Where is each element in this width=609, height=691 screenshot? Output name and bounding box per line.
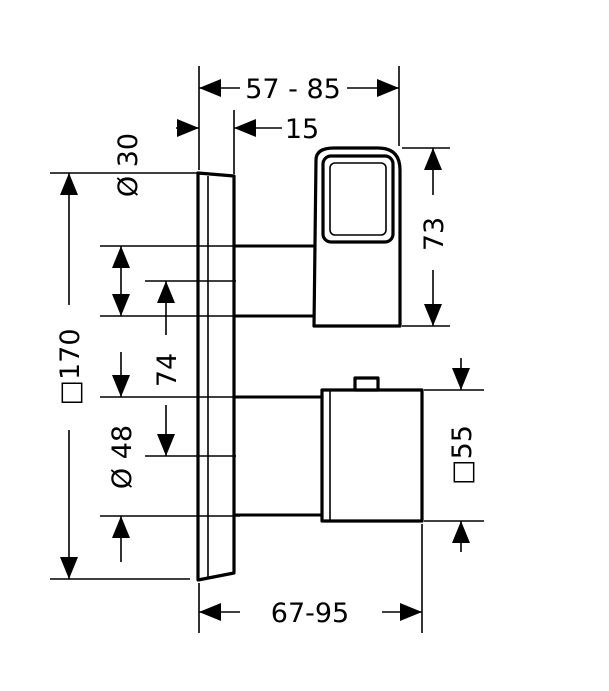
label-diameter-48: Ø 48 <box>107 425 138 489</box>
dim-55 <box>452 358 470 552</box>
wall-plate <box>196 171 236 582</box>
dim-15 <box>176 119 282 137</box>
lower-stem <box>234 395 322 517</box>
dim-74 <box>157 281 175 456</box>
dim-73 <box>424 148 442 326</box>
extension-lines <box>50 66 484 633</box>
label-74: 74 <box>152 353 183 387</box>
dim-67-95 <box>199 603 422 621</box>
dim-48 <box>112 352 130 562</box>
dim-30 <box>112 246 130 316</box>
label-73: 73 <box>419 217 450 251</box>
square-knob <box>320 376 424 523</box>
label-square-170: □170 <box>55 328 86 405</box>
label-square-55: □55 <box>447 425 478 485</box>
dim-57-85 <box>199 79 399 97</box>
dim-170 <box>60 173 78 579</box>
label-67-95: 67-95 <box>271 598 349 629</box>
upper-stem <box>234 244 316 318</box>
lever-handle <box>312 146 402 328</box>
label-diameter-30: Ø 30 <box>113 133 144 197</box>
label-57-85: 57 - 85 <box>245 74 341 105</box>
label-15: 15 <box>285 114 319 145</box>
